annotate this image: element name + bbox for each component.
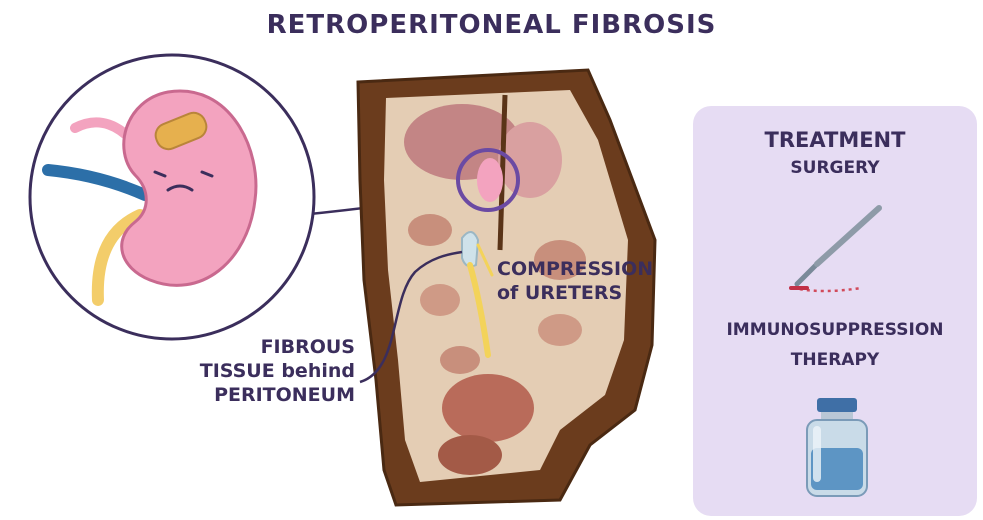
- fibrous-label-line-3: PERITONEUM: [175, 384, 355, 408]
- bladder: [442, 374, 534, 442]
- treatment-option-surgery: SURGERY: [693, 158, 977, 178]
- intestine-1: [408, 214, 452, 246]
- medicine-vial-icon: [801, 396, 873, 500]
- scalpel-icon: [783, 202, 893, 298]
- fibrous-tissue-label: FIBROUS TISSUE behind PERITONEUM: [175, 336, 355, 407]
- pelvic-organ: [438, 435, 502, 475]
- intestine-5: [440, 346, 480, 374]
- intestine-3: [420, 284, 460, 316]
- fibrous-label-line-2: TISSUE behind: [175, 360, 355, 384]
- compression-label-line-1: COMPRESSION: [497, 258, 653, 282]
- treatment-panel: TREATMENT SURGERY IMMUNOSUPPRESSION THER…: [693, 106, 977, 516]
- treatment-option-therapy: THERAPY: [693, 350, 977, 370]
- intestine-4: [538, 314, 582, 346]
- compression-label: COMPRESSION of URETERS: [497, 258, 653, 306]
- treatment-heading: TREATMENT: [693, 128, 977, 152]
- fibrous-label-line-1: FIBROUS: [175, 336, 355, 360]
- fibrous-tissue: [462, 232, 478, 267]
- kidney-in-body: [477, 158, 503, 202]
- kidney-magnifier: [30, 55, 314, 339]
- treatment-option-immunosuppression: IMMUNOSUPPRESSION: [693, 320, 977, 340]
- compression-label-line-2: of URETERS: [497, 282, 653, 306]
